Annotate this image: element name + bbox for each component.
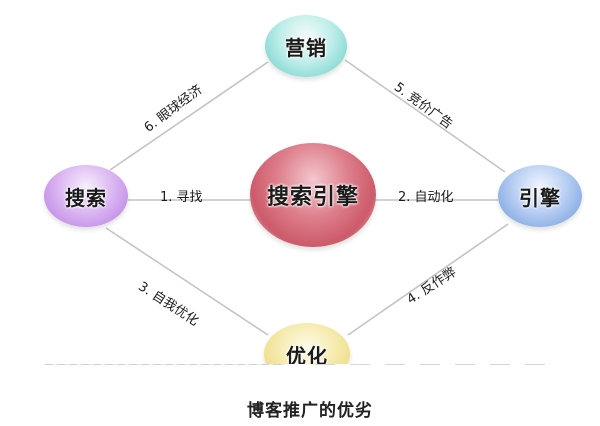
node-optimization-label: 优化 <box>286 343 328 368</box>
edge-3-line <box>105 227 269 336</box>
diagram-caption: 博客推广的优劣 <box>247 401 373 421</box>
node-marketing-label: 营销 <box>285 35 327 60</box>
edge-1-label: 1. 寻找 <box>160 190 203 205</box>
bottom-mask <box>0 364 600 426</box>
faint-divider-right <box>315 364 560 365</box>
faint-divider-left <box>45 364 285 365</box>
edge-4-line <box>347 223 509 336</box>
node-engine: 引擎 <box>498 165 582 227</box>
edge-2-label: 2. 自动化 <box>398 190 454 205</box>
edge-6-line <box>109 61 269 171</box>
edge-5-line <box>344 59 506 173</box>
node-search: 搜索 <box>44 165 128 227</box>
node-search-engine: 搜索引擎 <box>250 143 376 247</box>
node-engine-label: 引擎 <box>519 185 561 210</box>
node-search-engine-label: 搜索引擎 <box>266 185 359 210</box>
node-search-label: 搜索 <box>65 185 107 210</box>
node-marketing: 营销 <box>265 15 347 77</box>
